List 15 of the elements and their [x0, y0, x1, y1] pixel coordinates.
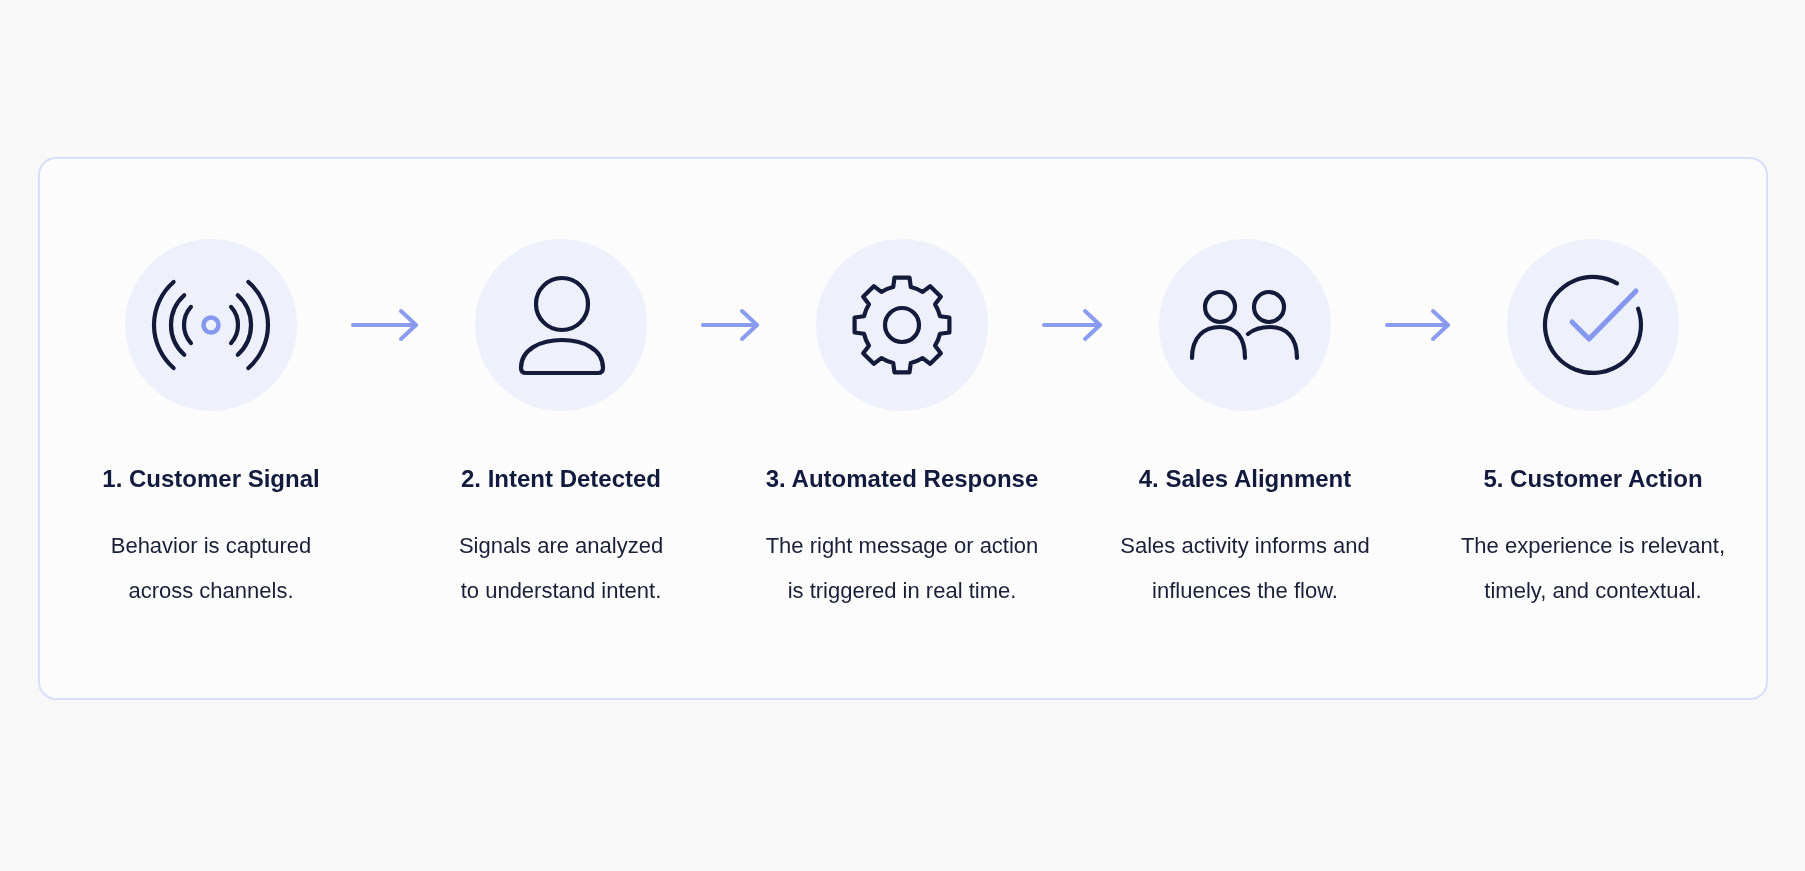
- step-title: 2. Intent Detected: [460, 464, 661, 494]
- arrow: [1042, 309, 1102, 341]
- step-title: 1. Customer Signal: [102, 464, 320, 494]
- step-description: Signals are analyzed to understand intent.: [457, 532, 665, 605]
- step-title: 3. Automated Response: [765, 464, 1039, 494]
- step-description: The experience is relevant, timely, and contextual.: [1459, 532, 1727, 605]
- arrow: [701, 309, 759, 341]
- arrow: [351, 309, 418, 341]
- step-description: Sales activity informs and influences the flow.: [1119, 532, 1371, 605]
- step-description: Behavior is captured across channels.: [109, 532, 313, 605]
- arrow: [1385, 309, 1450, 341]
- step-title: 4. Sales Alignment: [1138, 464, 1352, 494]
- panel: [38, 157, 1768, 700]
- step-title: 5. Customer Action: [1483, 464, 1703, 494]
- step-description: The right message or action is triggered in real time.: [764, 532, 1040, 605]
